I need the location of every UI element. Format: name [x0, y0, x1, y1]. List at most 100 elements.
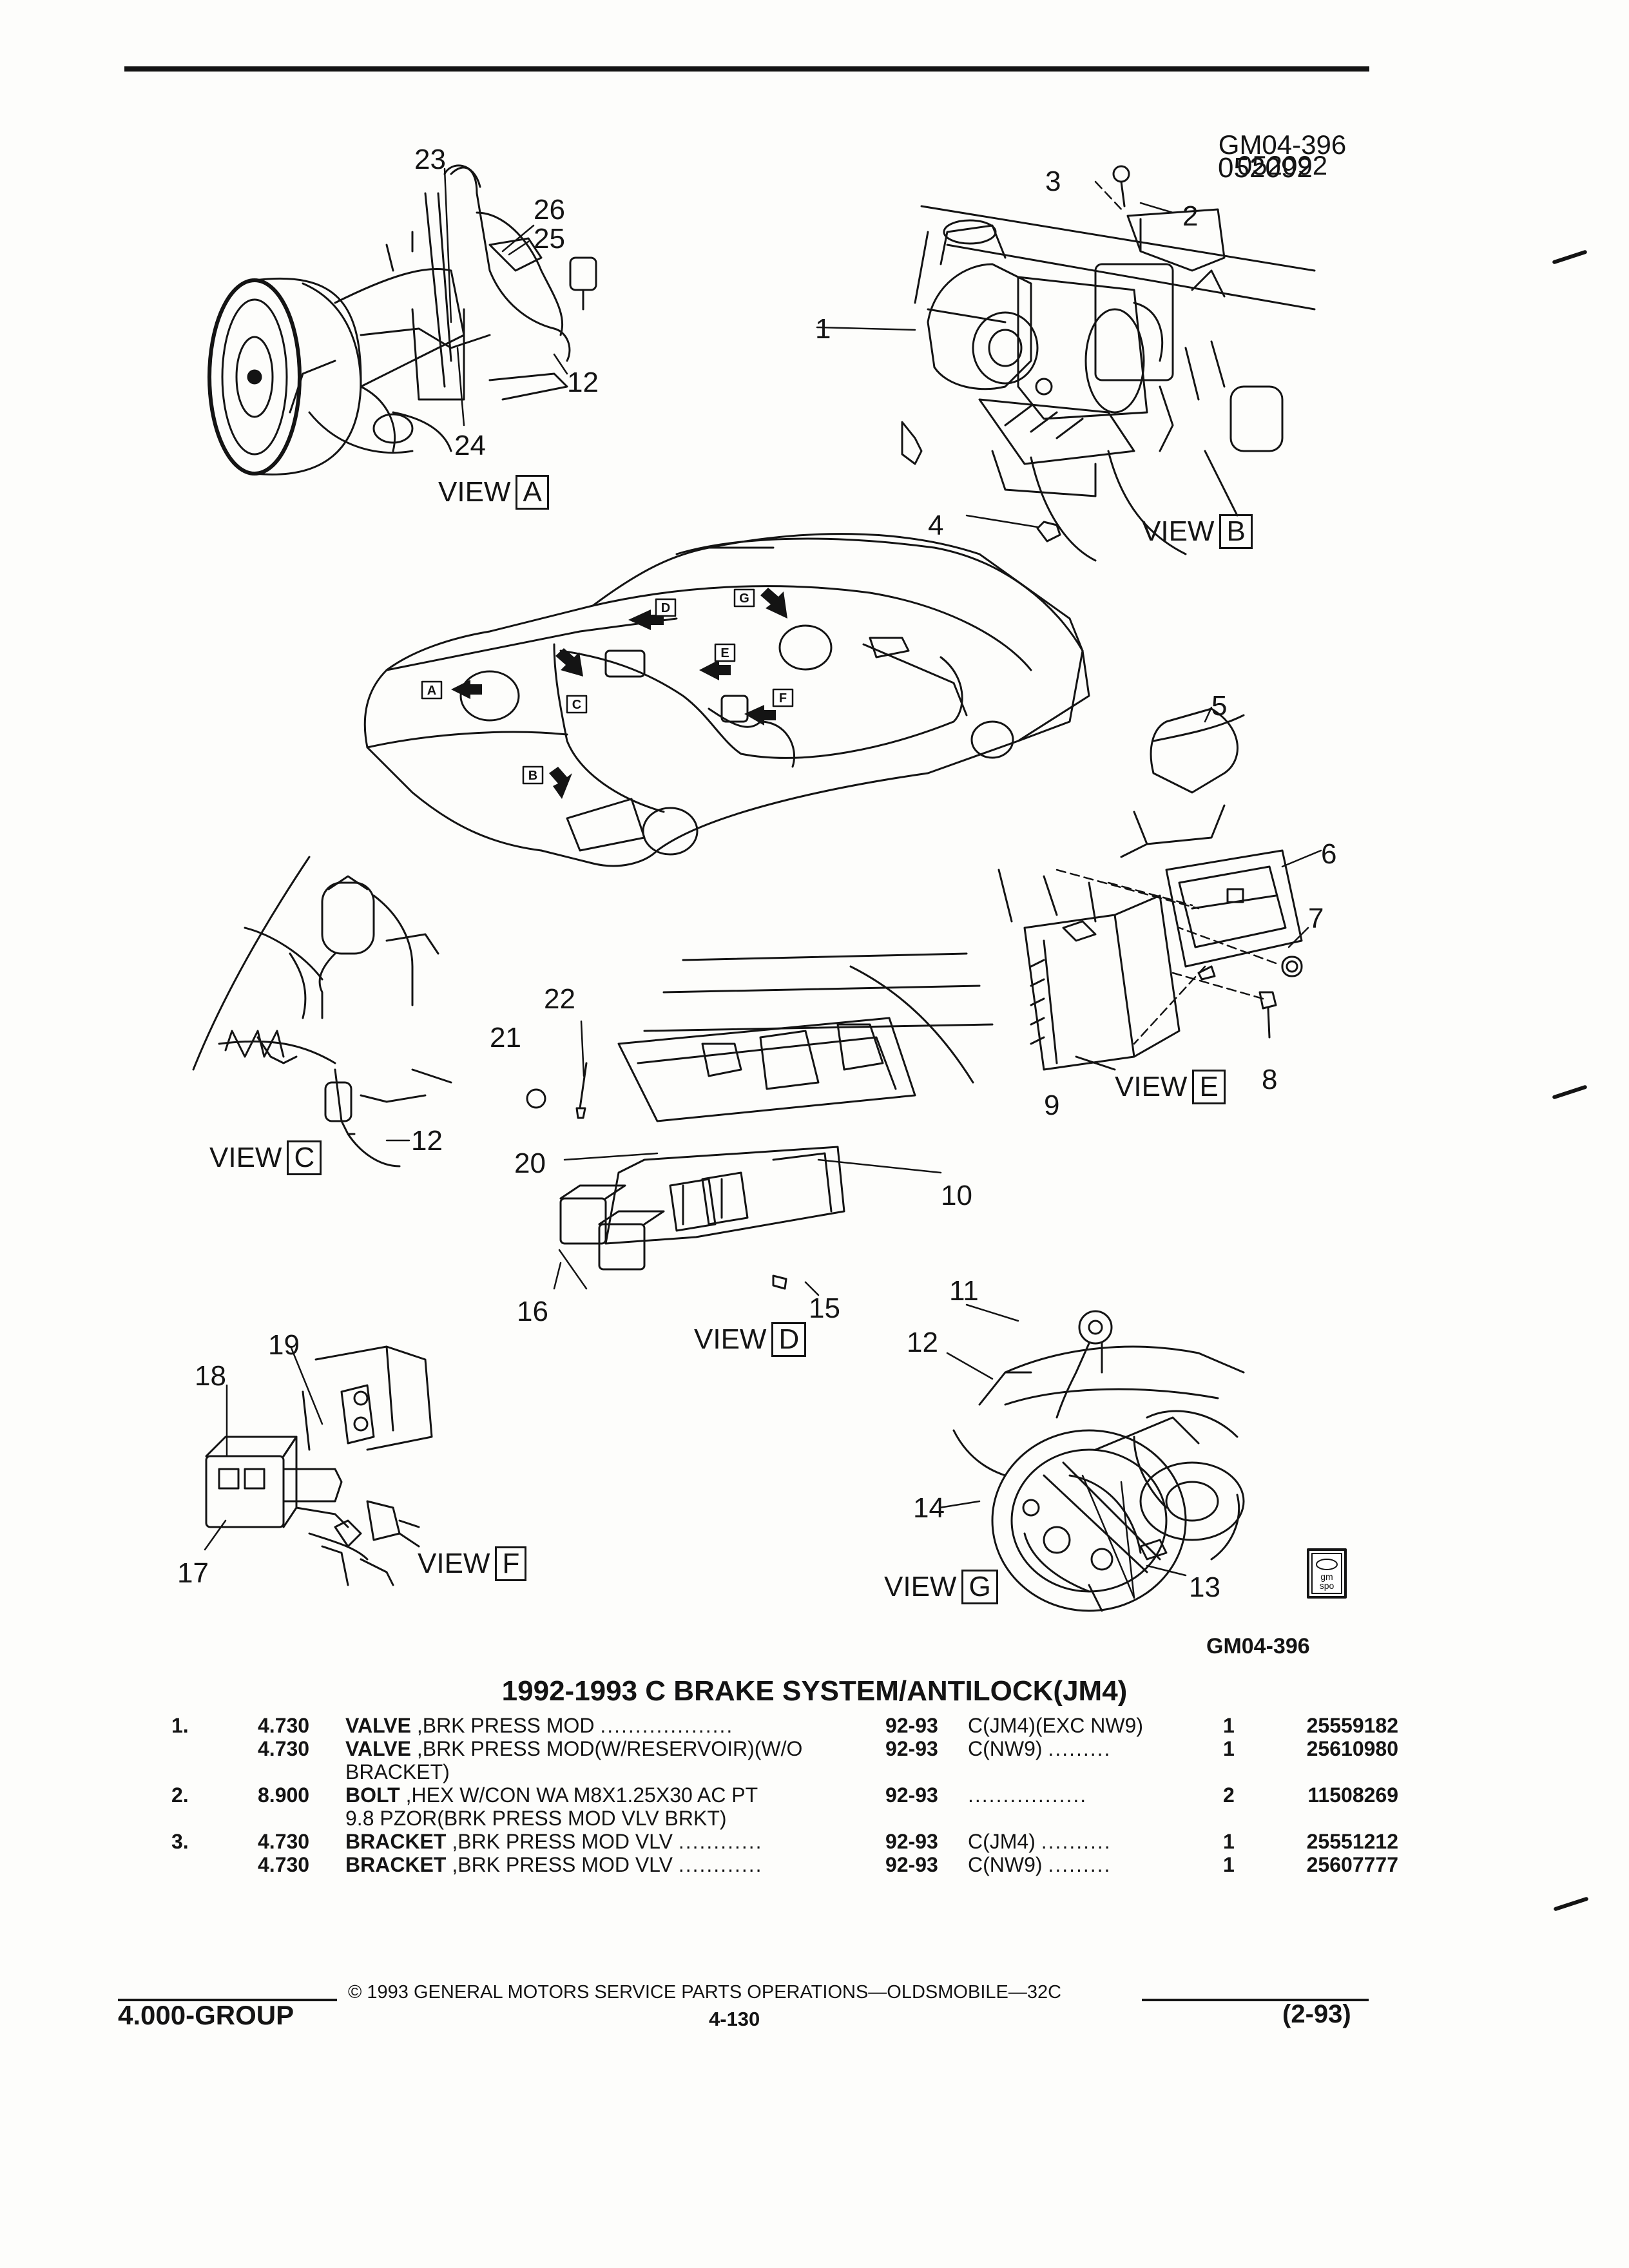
group-number: 4.730	[258, 1714, 310, 1737]
application: C(NW9) .........	[968, 1853, 1112, 1876]
svg-text:26: 26	[534, 194, 565, 226]
figure-code-bottom: GM04-396	[1206, 1634, 1310, 1658]
view-letter-box: F	[495, 1546, 527, 1581]
view-word: VIEW	[1115, 1071, 1188, 1102]
view-word: VIEW	[438, 476, 511, 508]
group-number: 4.730	[258, 1853, 310, 1876]
view-word: VIEW	[418, 1548, 490, 1579]
view-label-d: VIEW D	[694, 1322, 807, 1357]
svg-text:5: 5	[1211, 690, 1227, 722]
revision-date: (2-93)	[1282, 2000, 1351, 2028]
svg-text:2: 2	[1182, 200, 1198, 232]
table-row: 3. 4.730 BRACKET ,BRK PRESS MOD VLV ....…	[171, 1830, 1398, 1853]
view-letter-box: G	[961, 1570, 998, 1604]
svg-text:25: 25	[534, 223, 565, 255]
view-letter-box: A	[516, 475, 549, 510]
svg-text:F: F	[779, 691, 787, 706]
svg-text:12: 12	[907, 1327, 938, 1358]
model-years: 92-93	[885, 1853, 938, 1876]
application-text: C(NW9)	[968, 1737, 1043, 1760]
part-desc: ,HEX W/CON WA M8X1.25X30 AC PT	[400, 1783, 758, 1807]
model-years: 92-93	[885, 1714, 938, 1737]
svg-text:22: 22	[544, 983, 575, 1015]
view-label-a: VIEW A	[438, 475, 549, 510]
part-number: 25559182	[1306, 1714, 1398, 1737]
view-a-illustration	[207, 164, 597, 476]
view-label-f: VIEW F	[418, 1546, 527, 1581]
figure-code: GM04-396	[1218, 130, 1347, 160]
view-b-illustration	[901, 165, 1316, 562]
svg-text:12: 12	[567, 367, 599, 398]
part-desc: ,BRK PRESS MOD VLV	[446, 1830, 673, 1853]
svg-text:6: 6	[1321, 838, 1336, 870]
application-text: C(JM4)	[968, 1830, 1036, 1853]
svg-text:10: 10	[941, 1180, 972, 1211]
page-number: 4-130	[709, 2008, 760, 2030]
svg-text:3: 3	[1045, 166, 1061, 197]
part-number: 25551212	[1306, 1830, 1398, 1853]
svg-text:15: 15	[809, 1293, 840, 1324]
group-number: 8.900	[258, 1783, 310, 1807]
svg-text:052092: 052092	[1218, 152, 1313, 184]
item-index: 1.	[171, 1714, 189, 1737]
model-years: 92-93	[885, 1783, 938, 1807]
view-word: VIEW	[1142, 515, 1215, 547]
svg-text:20: 20	[514, 1148, 546, 1179]
group-number: 4.730	[258, 1737, 310, 1760]
svg-text:4: 4	[928, 510, 943, 541]
part-number: 25610980	[1306, 1737, 1398, 1760]
svg-text:gm: gm	[1320, 1571, 1333, 1582]
svg-text:19: 19	[268, 1329, 300, 1361]
model-years: 92-93	[885, 1830, 938, 1853]
part-desc: ,BRK PRESS MOD	[410, 1714, 595, 1737]
part-name: VALVE	[345, 1737, 411, 1760]
application: C(JM4)(EXC NW9)	[968, 1714, 1223, 1737]
application: C(NW9) .........	[968, 1737, 1112, 1760]
part-desc-continued: 9.8 PZOR(BRK PRESS MOD VLV BRKT)	[345, 1807, 727, 1830]
svg-text:8: 8	[1262, 1064, 1277, 1095]
view-letter-box: D	[771, 1322, 807, 1357]
footer-rule-left	[118, 1999, 337, 2001]
application-text: C(NW9)	[968, 1853, 1043, 1876]
section-title: 1992-1993 C BRAKE SYSTEM/ANTILOCK(JM4)	[501, 1675, 1128, 1707]
table-row: 2. 8.900 BOLT ,HEX W/CON WA M8X1.25X30 A…	[171, 1783, 1398, 1830]
table-row: 1. 4.730 VALVE ,BRK PRESS MOD ..........…	[171, 1714, 1398, 1737]
top-rule	[124, 66, 1369, 72]
gm-spo-logo: gm spo	[1307, 1548, 1347, 1599]
parts-table: 1. 4.730 VALVE ,BRK PRESS MOD ..........…	[171, 1714, 1398, 1876]
part-name: BOLT	[345, 1783, 400, 1807]
margin-mark	[1553, 1896, 1589, 1912]
part-description: BRACKET ,BRK PRESS MOD VLV ............	[345, 1830, 763, 1853]
svg-text:D: D	[661, 601, 670, 615]
part-number: 11508269	[1307, 1783, 1398, 1807]
view-d-illustration	[526, 952, 994, 1290]
application-text: C(JM4)(EXC NW9)	[968, 1714, 1143, 1737]
svg-text:21: 21	[490, 1022, 521, 1053]
view-word: VIEW	[884, 1571, 957, 1602]
view-f-illustration	[205, 1345, 433, 1586]
model-years: 92-93	[885, 1737, 938, 1760]
svg-text:9: 9	[1044, 1090, 1059, 1121]
item-index	[171, 1737, 258, 1783]
svg-text:17: 17	[177, 1557, 209, 1589]
view-letter-box: C	[287, 1140, 322, 1175]
quantity: 1	[1223, 1737, 1235, 1760]
part-description: BRACKET ,BRK PRESS MOD VLV ............	[345, 1853, 763, 1876]
svg-text:18: 18	[195, 1360, 226, 1392]
svg-text:14: 14	[913, 1492, 945, 1524]
quantity: 1	[1223, 1853, 1235, 1876]
item-index: 2.	[171, 1783, 189, 1807]
svg-text:24: 24	[454, 430, 486, 461]
view-c-illustration	[192, 856, 452, 1168]
quantity: 2	[1223, 1783, 1235, 1807]
svg-text:A: A	[427, 684, 436, 698]
figure-date-code: 052092	[1237, 150, 1328, 180]
view-letter-box: B	[1219, 514, 1253, 549]
part-desc: ,BRK PRESS MOD VLV	[446, 1853, 673, 1876]
quantity: 1	[1223, 1830, 1235, 1853]
table-row: 4.730 VALVE ,BRK PRESS MOD(W/RESERVOIR)(…	[171, 1737, 1398, 1783]
view-g-illustration	[952, 1310, 1245, 1612]
svg-text:13: 13	[1189, 1571, 1220, 1603]
vehicle-overview-illustration	[363, 533, 1090, 867]
